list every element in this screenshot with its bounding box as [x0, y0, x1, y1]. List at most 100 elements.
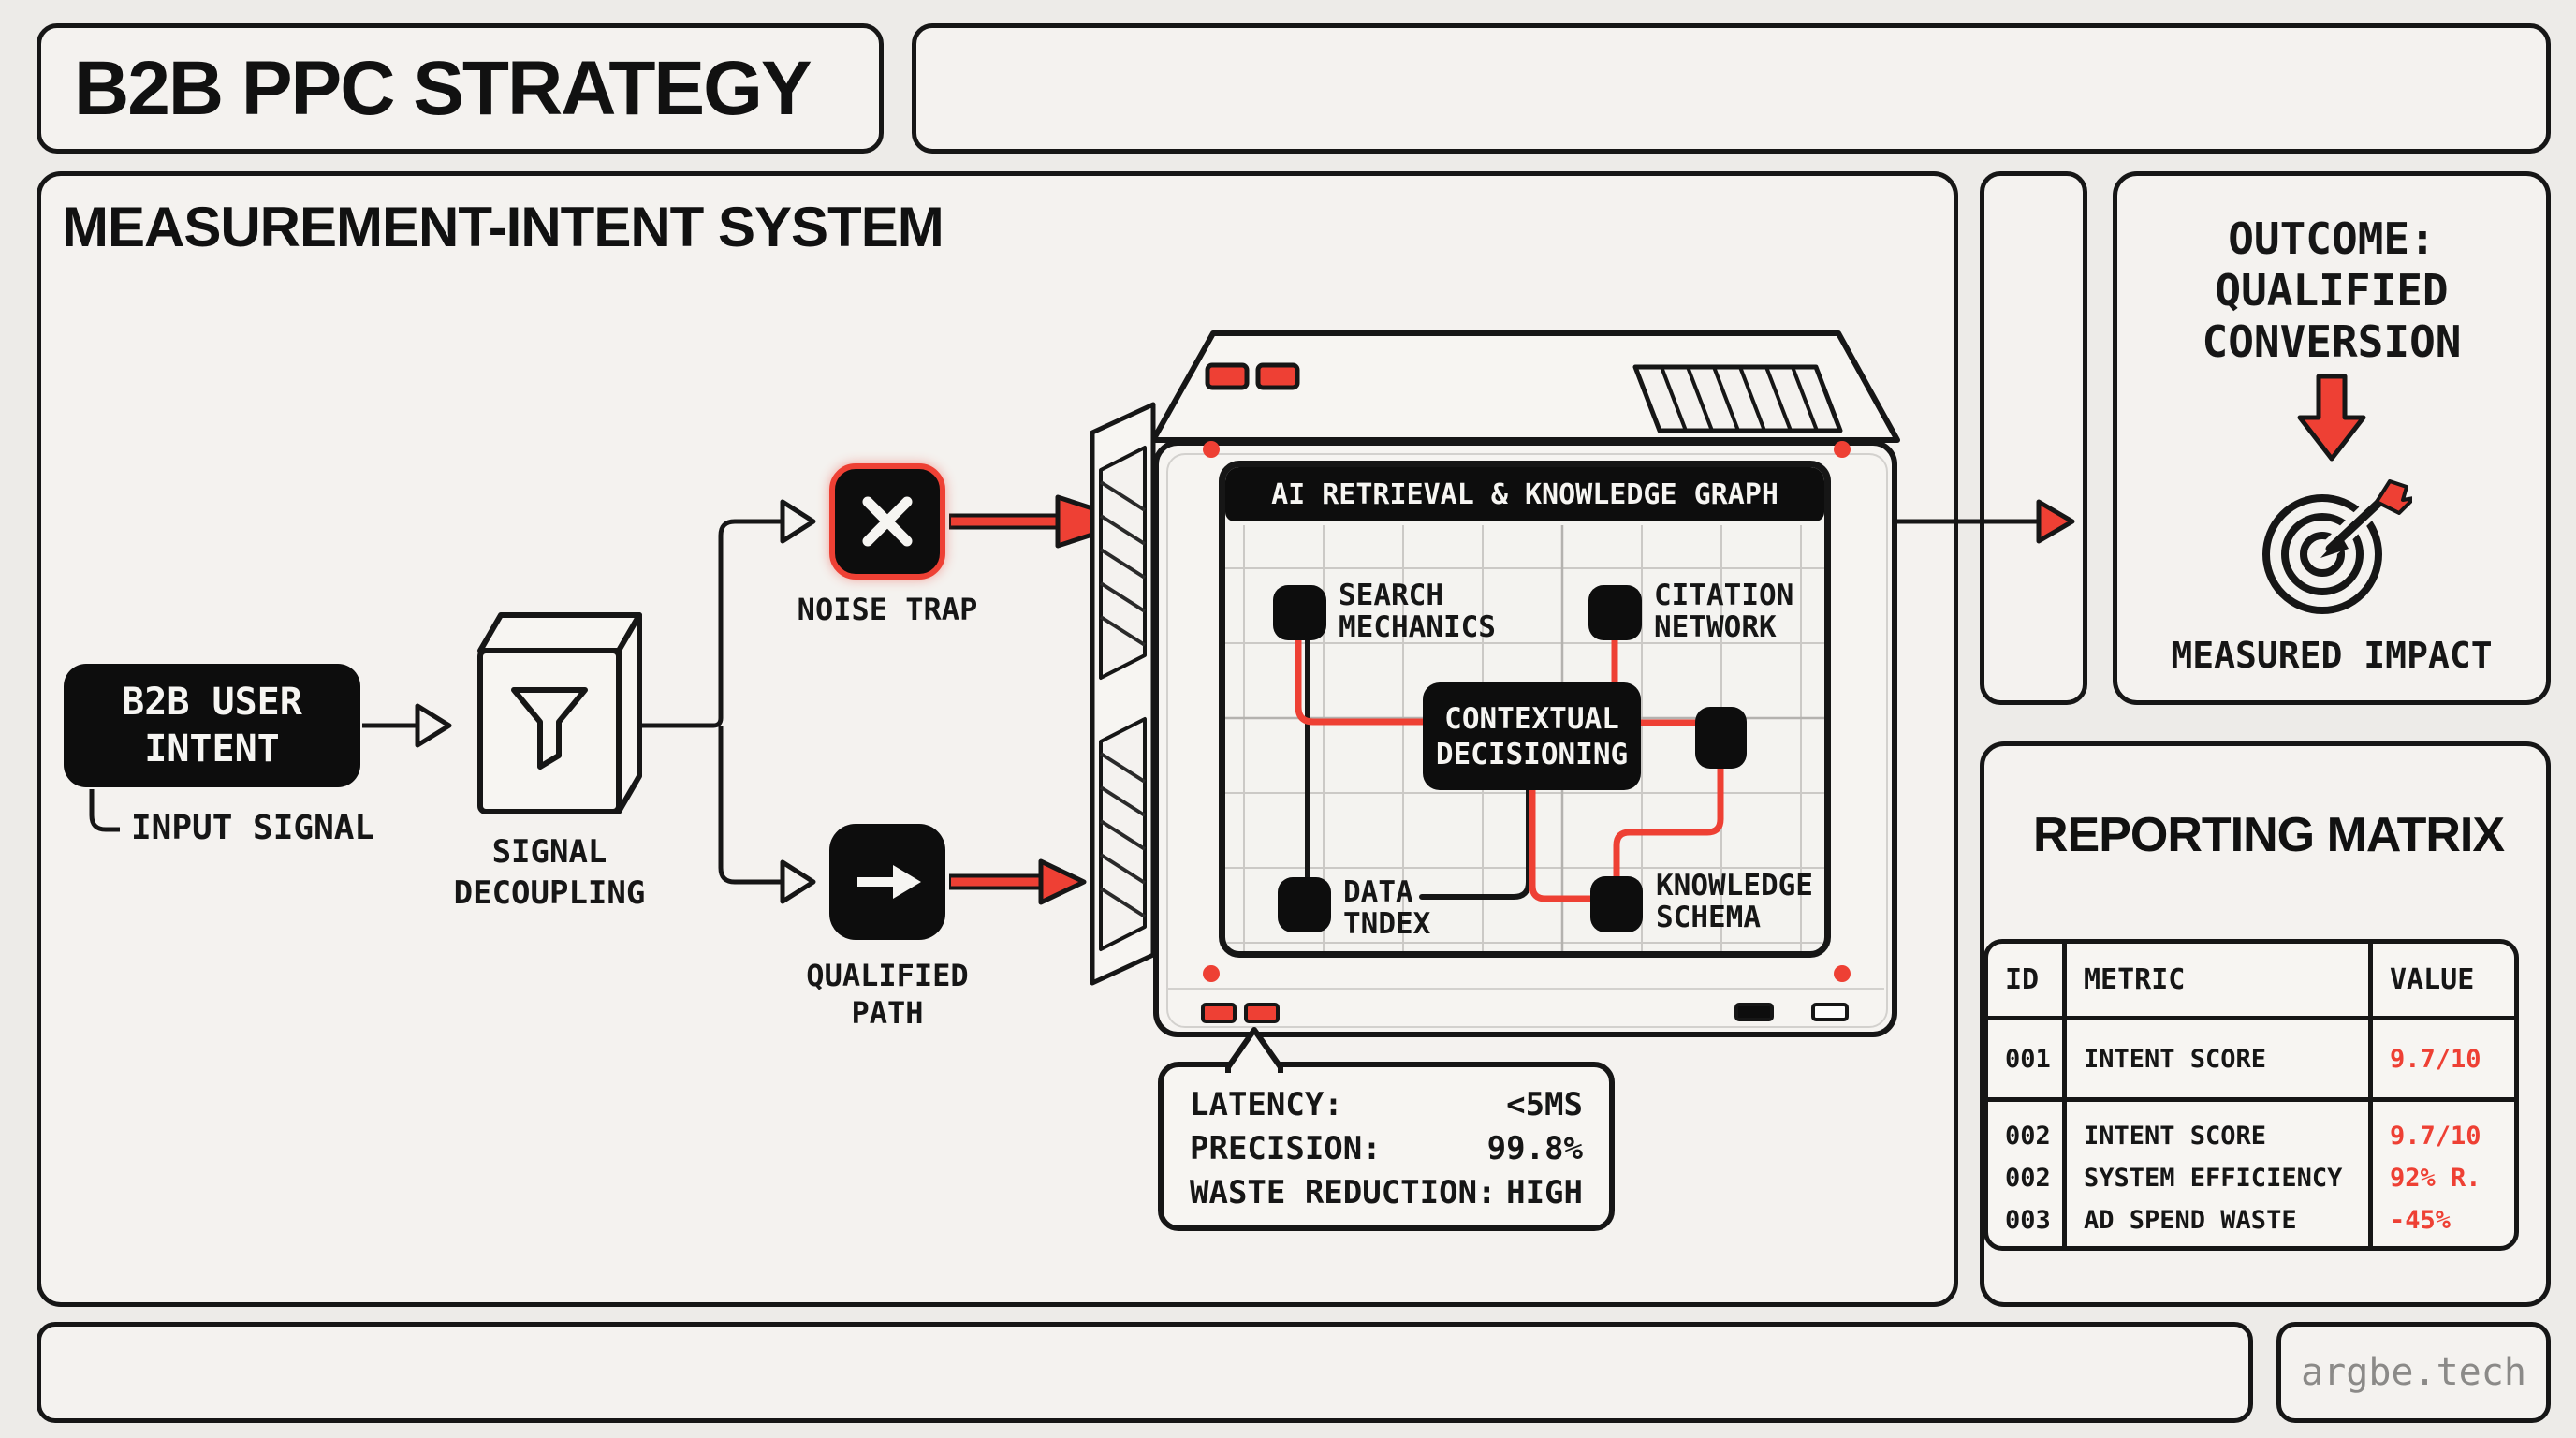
monitor-left-face — [1090, 402, 1156, 986]
noise-trap-node — [829, 463, 945, 580]
vent-grille-icon — [1632, 364, 1843, 433]
screen-corner-dot — [1203, 965, 1220, 982]
stat-row: PRECISION: 99.8% — [1190, 1126, 1583, 1170]
screen-title-bar: AI RETRIEVAL & KNOWLEDGE GRAPH — [1225, 467, 1824, 521]
cell-value: -45% — [2390, 1206, 2452, 1235]
node-label-line: B2B USER — [122, 681, 302, 724]
citation-network-label: CITATION NETWORK — [1654, 580, 1793, 643]
knowledge-schema-node — [1590, 876, 1643, 932]
graph-label-line: SCHEMA — [1656, 901, 1761, 934]
contextual-decisioning-node: CONTEXTUAL DECISIONING — [1423, 682, 1641, 790]
down-arrow-icon — [2297, 374, 2366, 462]
outcome-line: OUTCOME: — [2228, 213, 2436, 264]
indicator-light-icon — [1255, 362, 1300, 390]
graph-label-line: MECHANICS — [1339, 610, 1496, 644]
funnel-icon — [511, 687, 588, 770]
target-icon — [2262, 479, 2412, 614]
stat-value: 99.8% — [1486, 1129, 1583, 1167]
cell-value: 92% R. — [2390, 1164, 2481, 1193]
hatch-panel-icon — [1099, 717, 1147, 951]
graph-label-line: DECISIONING — [1435, 737, 1629, 771]
qualified-path-node — [829, 824, 945, 940]
stat-row: LATENCY: <5MS — [1190, 1082, 1583, 1126]
knowledge-graph-wires — [1225, 525, 1824, 951]
branch-line-upper — [639, 519, 783, 728]
cell-value: 9.7/10 — [2390, 1044, 2481, 1074]
header-empty-box — [912, 23, 2551, 154]
stat-label: PRECISION: — [1190, 1129, 1382, 1167]
stat-value: <5MS — [1506, 1085, 1583, 1123]
outcome-line: QUALIFIED — [2215, 265, 2449, 315]
cell-value: 9.7/10 — [2390, 1122, 2481, 1151]
search-mechanics-node — [1273, 585, 1326, 640]
table-row: 001 INTENT SCORE 9.7/10 — [1988, 1020, 2514, 1102]
qualified-path-label-line: QUALIFIED — [806, 958, 969, 993]
graph-label-line: CITATION — [1654, 579, 1794, 612]
decoupler-label-line: DECOUPLING — [453, 874, 646, 912]
screen-corner-dot — [1834, 441, 1851, 458]
node-label-line: INTENT — [144, 727, 280, 770]
cell-id: 003 — [2005, 1206, 2051, 1235]
qualified-path-label: QUALIFIED PATH — [747, 957, 1028, 1032]
graph-label-line: CONTEXTUAL — [1444, 701, 1619, 736]
open-arrowhead-icon — [415, 703, 452, 748]
open-arrowhead-icon — [780, 499, 816, 544]
cell-metric-group: INTENT SCORE SYSTEM EFFICIENCY AD SPEND … — [2067, 1102, 2373, 1246]
citation-network-node — [1588, 585, 1642, 640]
graph-label-line: NETWORK — [1654, 610, 1777, 644]
qualified-path-label-line: PATH — [851, 995, 924, 1031]
hatch-panel-icon — [1099, 446, 1147, 680]
brand-box — [2276, 1322, 2551, 1423]
screen-corner-dot — [1834, 965, 1851, 982]
brand-label-wrap: argbe.tech — [2276, 1322, 2551, 1423]
graph-label-line: SEARCH — [1339, 579, 1443, 612]
input-signal-tag: INPUT SIGNAL — [131, 809, 375, 847]
screen-title: AI RETRIEVAL & KNOWLEDGE GRAPH — [1271, 477, 1778, 511]
bezel-seam — [1166, 453, 1888, 1028]
cell-metric: INTENT SCORE — [2067, 1020, 2373, 1097]
cell-value-group: 9.7/10 92% R. -45% — [2373, 1102, 2514, 1246]
outcome-arrowhead-icon — [2036, 499, 2075, 544]
cell-id-group: 002 002 003 — [1988, 1102, 2067, 1246]
knowledge-schema-label: KNOWLEDGE SCHEMA — [1656, 870, 1813, 933]
signal-decoupler-box — [477, 612, 642, 814]
data-index-label: DATA TNDEX — [1343, 876, 1430, 940]
stat-value: HIGH — [1506, 1173, 1583, 1211]
col-header-metric: METRIC — [2067, 944, 2373, 1016]
callout-pointer — [1225, 1027, 1283, 1073]
monitor-screen: AI RETRIEVAL & KNOWLEDGE GRAPH — [1219, 461, 1831, 958]
indicator-light-icon — [1205, 362, 1250, 390]
title-box — [37, 23, 884, 154]
cell-metric: SYSTEM EFFICIENCY — [2084, 1164, 2343, 1193]
stat-label: WASTE REDUCTION: — [1190, 1173, 1497, 1211]
outcome-caption: MEASURED IMPACT — [2171, 635, 2493, 676]
table-row-group: 002 002 003 INTENT SCORE SYSTEM EFFICIEN… — [1988, 1102, 2514, 1246]
cell-id: 002 — [2005, 1122, 2051, 1151]
reporting-table: ID METRIC VALUE 001 INTENT SCORE 9.7/10 … — [1983, 939, 2519, 1251]
col-header-value: VALUE — [2390, 963, 2475, 996]
search-mechanics-label: SEARCH MECHANICS — [1339, 580, 1496, 643]
junction-node — [1695, 707, 1747, 769]
bezel-seam-line — [1166, 988, 1884, 990]
qualified-arrow — [949, 858, 1143, 905]
screen-corner-dot — [1203, 441, 1220, 458]
monitor-button-red — [1244, 1003, 1280, 1023]
x-icon — [862, 496, 913, 547]
cell-metric: INTENT SCORE — [2084, 1122, 2267, 1151]
monitor-top-face — [1150, 330, 1900, 443]
graph-edges-black — [1305, 638, 1531, 900]
footer-bar — [37, 1322, 2253, 1423]
noise-trap-label: NOISE TRAP — [797, 592, 978, 627]
graph-label-line: DATA — [1343, 875, 1413, 909]
stats-callout: LATENCY: <5MS PRECISION: 99.8% WASTE RED… — [1158, 1062, 1615, 1231]
cell-metric: AD SPEND WASTE — [2084, 1206, 2297, 1235]
cell-id: 001 — [1988, 1020, 2067, 1097]
graph-edges-red — [1295, 637, 1724, 902]
table-header-row: ID METRIC VALUE — [1988, 944, 2514, 1020]
outcome-line: CONVERSION — [2202, 316, 2462, 367]
stat-row: WASTE REDUCTION: HIGH — [1190, 1170, 1583, 1214]
decoupler-label-line: SIGNAL — [491, 833, 607, 871]
dart-tip — [2320, 536, 2349, 558]
decoupler-label: SIGNAL DECOUPLING — [409, 831, 690, 914]
